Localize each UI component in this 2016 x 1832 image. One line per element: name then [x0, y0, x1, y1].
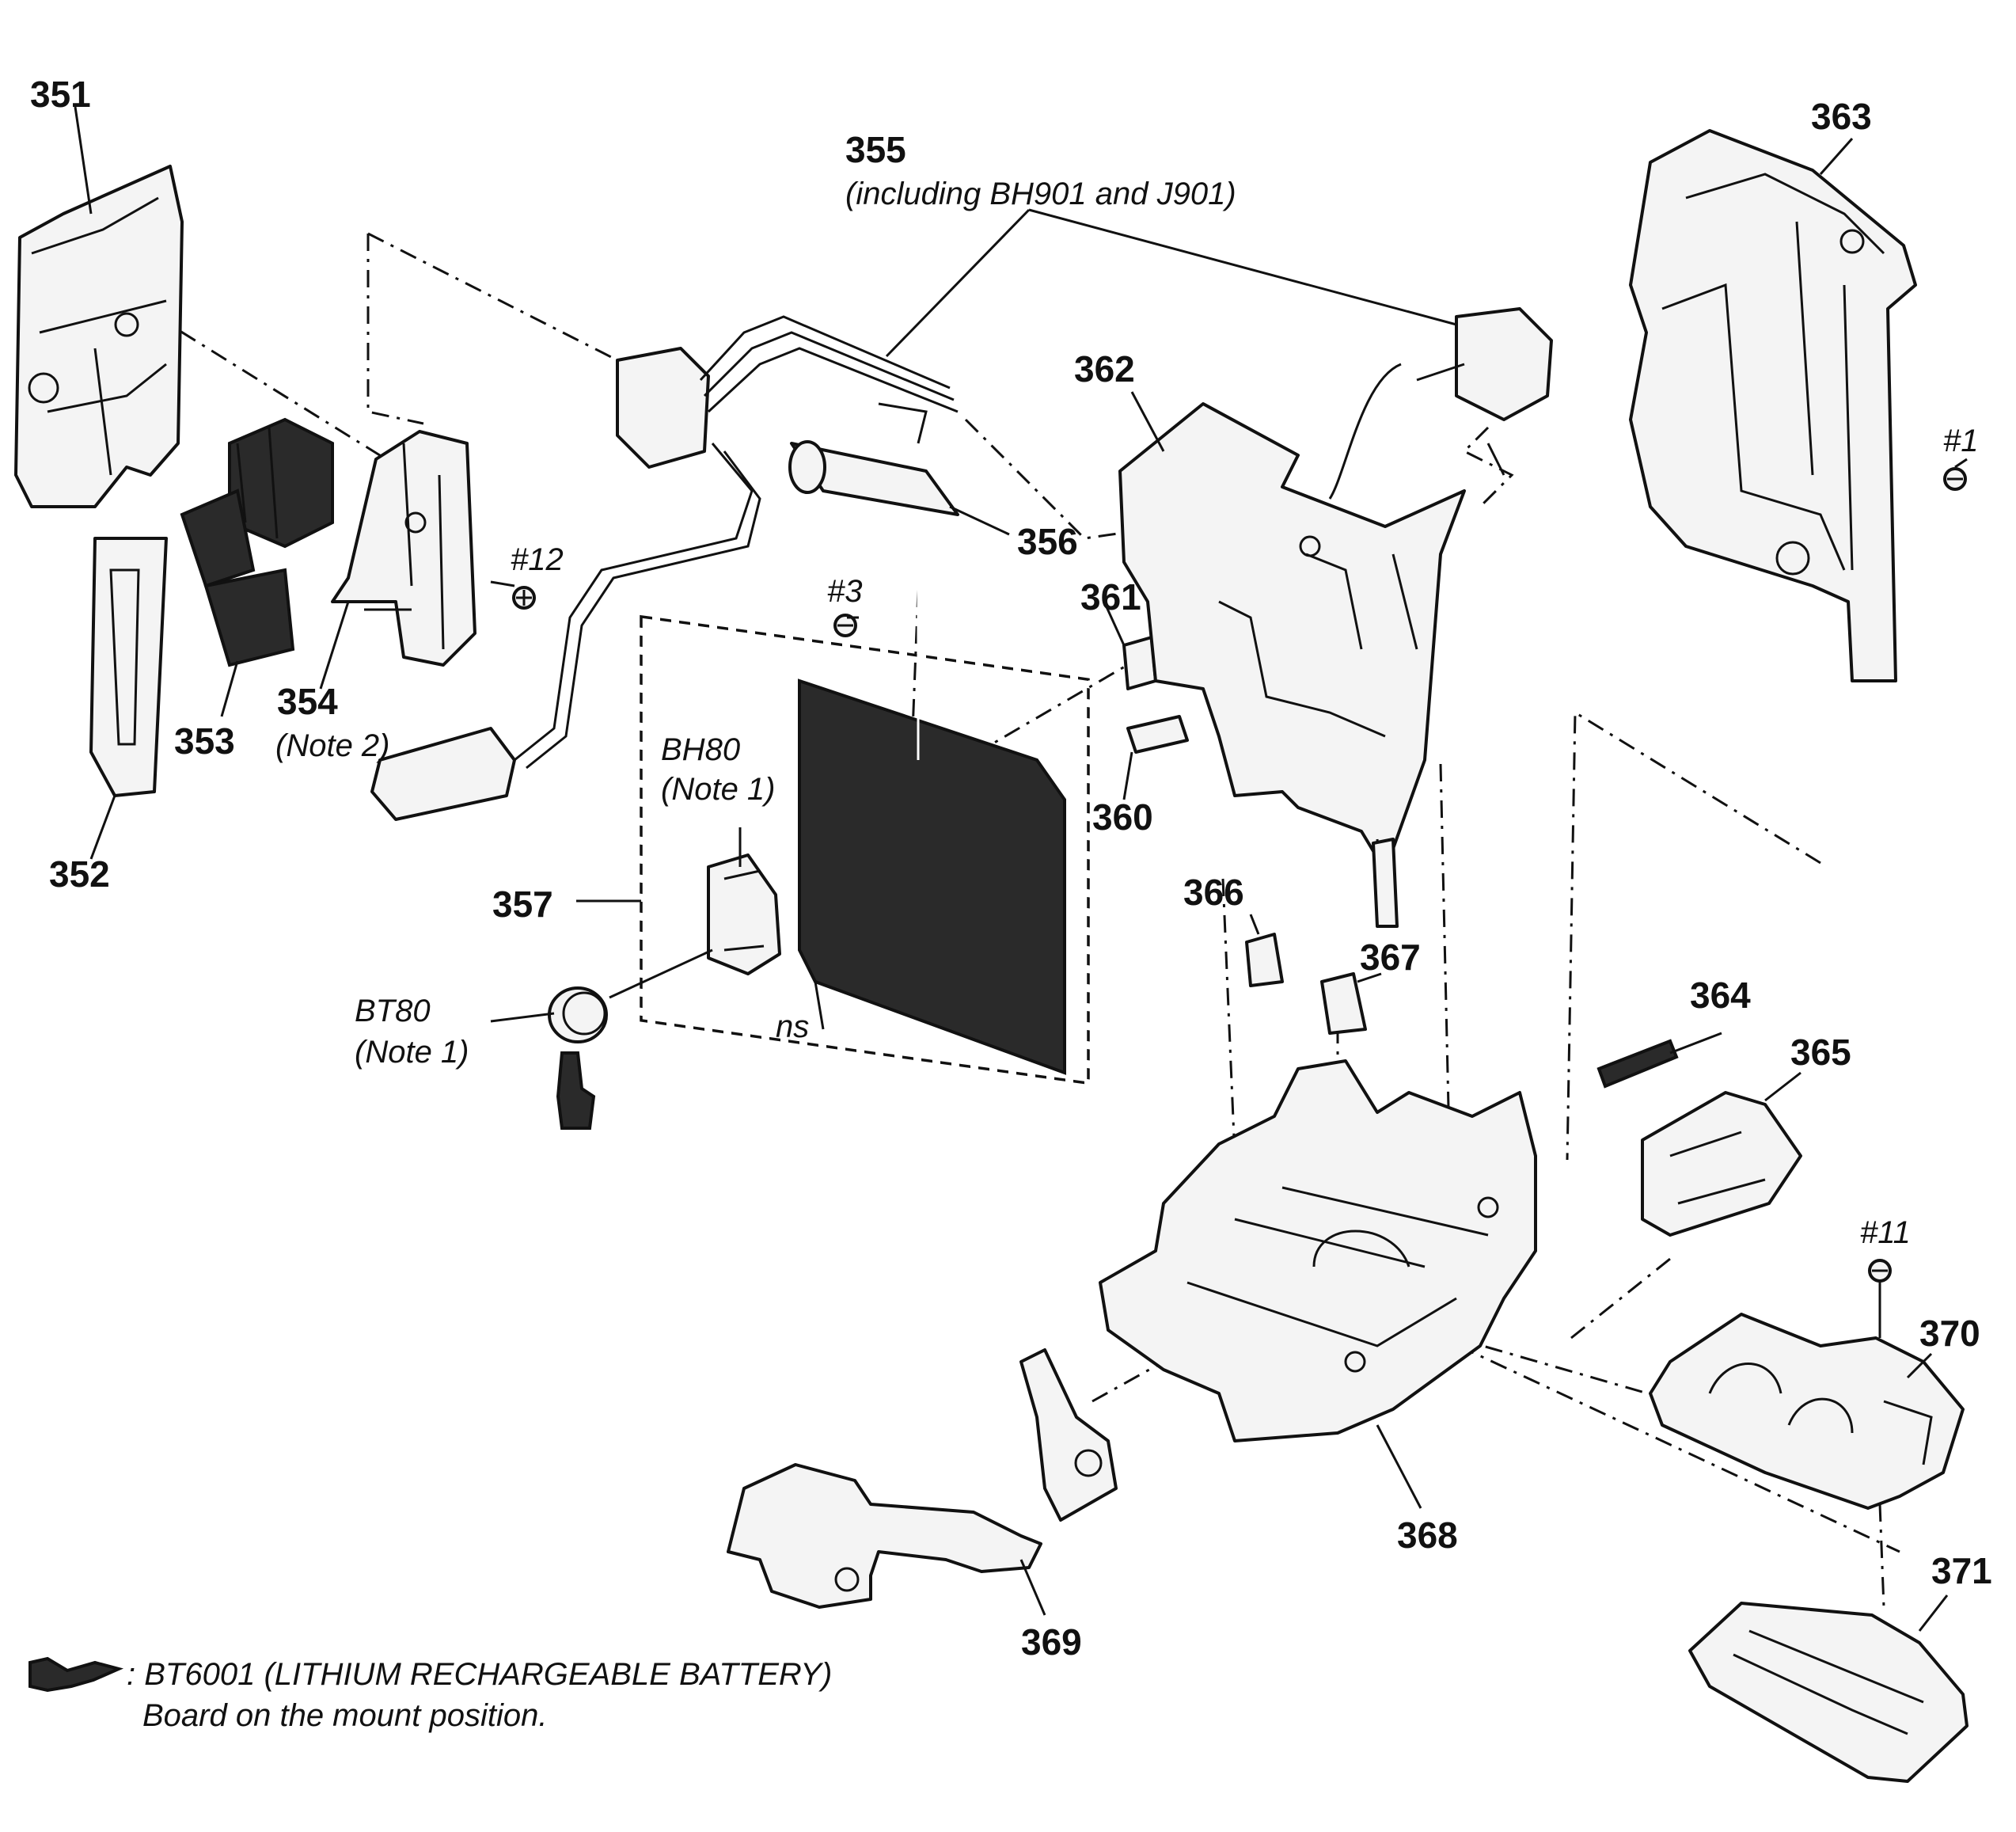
part-bt80-coin-battery	[548, 948, 713, 1043]
screw-1	[1943, 467, 1967, 491]
note-355-including: (including BH901 and J901)	[845, 177, 1236, 211]
callout-356: 356	[1017, 521, 1078, 562]
legend: : BT6001 (LITHIUM RECHARGEABLE BATTERY) …	[28, 1656, 832, 1733]
screw-labels: #1 #3 #11 #12	[511, 424, 1979, 1250]
callout-365: 365	[1790, 1032, 1851, 1073]
part-355-harness	[370, 307, 1553, 821]
callout-370: 370	[1919, 1313, 1980, 1354]
part-353-dark-assembly	[180, 417, 334, 667]
annotations: (including BH901 and J901) (Note 2) BH80…	[275, 177, 1236, 1070]
callout-360: 360	[1092, 796, 1153, 838]
label-bt80: BT80	[355, 994, 431, 1028]
label-bt80-note: (Note 1)	[355, 1035, 469, 1070]
part-362-bracket-frame	[1118, 402, 1466, 928]
part-363-rear-frame	[1629, 129, 1917, 682]
legend-line-1: : BT6001 (LITHIUM RECHARGEABLE BATTERY)	[127, 1657, 832, 1692]
part-371-battery-lid	[1688, 1602, 1969, 1783]
part-351-front-frame	[14, 165, 184, 508]
part-360-small-piece	[1126, 715, 1189, 754]
callout-371: 371	[1931, 1550, 1992, 1591]
screw-12	[512, 586, 536, 610]
legend-line-2: Board on the mount position.	[142, 1698, 547, 1733]
part-370-battery-holder	[1649, 1313, 1965, 1510]
part-354-bracket	[331, 430, 476, 667]
screw-label-1: #1	[1943, 424, 1979, 458]
part-365-latch	[1641, 1091, 1802, 1237]
callout-368: 368	[1397, 1515, 1458, 1556]
screw-3	[833, 614, 857, 637]
label-bh80: BH80	[661, 732, 740, 767]
label-bh80-note: (Note 1)	[661, 772, 776, 807]
callout-357: 357	[492, 884, 553, 925]
callout-364: 364	[1690, 975, 1751, 1016]
part-368-base-chassis	[1099, 1059, 1537, 1442]
callout-352: 352	[49, 853, 110, 895]
callout-353: 353	[174, 720, 235, 762]
part-356-flexible-sheet	[788, 402, 959, 516]
part-364-spring	[1596, 1039, 1679, 1089]
pointing-hand-icon	[556, 1051, 596, 1130]
part-352-strip	[89, 537, 168, 797]
legend-hand-icon	[28, 1656, 124, 1693]
leader-lines	[74, 106, 1968, 1632]
screw-label-3: #3	[827, 574, 863, 609]
screw-label-11: #11	[1860, 1215, 1911, 1250]
callout-355: 355	[845, 129, 906, 170]
callout-361: 361	[1080, 576, 1141, 618]
note-354: (Note 2)	[275, 728, 390, 763]
callout-367: 367	[1360, 937, 1421, 978]
label-ns: ns	[776, 1009, 809, 1044]
part-357-circuit-board	[640, 590, 1090, 1085]
part-bh80-battery-holder	[707, 853, 781, 975]
callout-351: 351	[30, 74, 91, 115]
callout-numbers: 351 352 353 354 355 356 357 360 361 362 …	[30, 74, 1992, 1663]
screw-11	[1868, 1259, 1892, 1338]
part-369-mount-bracket	[727, 1348, 1118, 1609]
callout-362: 362	[1074, 348, 1135, 390]
callout-369: 369	[1021, 1621, 1082, 1663]
part-367-small-tab	[1320, 972, 1367, 1035]
part-366-small-tab	[1245, 933, 1284, 987]
callout-354: 354	[277, 681, 338, 722]
screw-label-12: #12	[511, 542, 564, 577]
callout-366: 366	[1183, 872, 1244, 913]
callout-363: 363	[1811, 96, 1872, 137]
